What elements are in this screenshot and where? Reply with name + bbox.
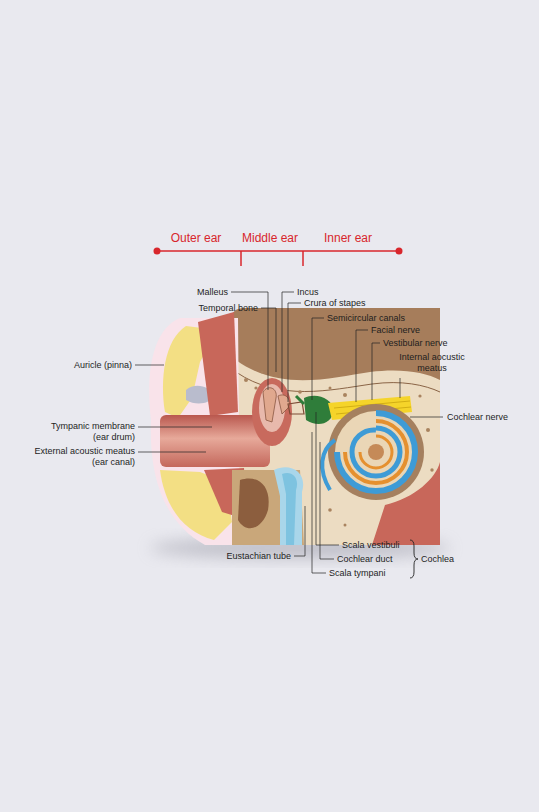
spongy-bone bbox=[244, 378, 248, 382]
cochlea bbox=[360, 436, 392, 468]
middle-ear bbox=[252, 378, 292, 446]
region-bar bbox=[154, 248, 403, 267]
vestibule bbox=[296, 396, 334, 424]
spongy-bone bbox=[343, 393, 347, 397]
region-label: Inner ear bbox=[324, 231, 372, 245]
part-label: Tympanic membrane (ear drum) bbox=[45, 421, 135, 443]
spongy-bone bbox=[328, 508, 332, 512]
cochlea bbox=[335, 411, 417, 493]
part-label: Internal aocustic meatus bbox=[391, 352, 473, 374]
eustachian-tube bbox=[274, 467, 303, 545]
leader-lines bbox=[135, 365, 164, 366]
spongy-bone bbox=[426, 428, 430, 432]
cochlea bbox=[368, 444, 384, 460]
part-label: Eustachian tube bbox=[226, 551, 291, 562]
eustachian-tube bbox=[282, 473, 297, 545]
leader-lines bbox=[135, 292, 443, 573]
eustachian-tube bbox=[274, 467, 303, 545]
lower-tissue bbox=[238, 478, 269, 528]
region-label: Outer ear bbox=[171, 231, 222, 245]
cochlea bbox=[322, 440, 335, 490]
part-label: Cochlear nerve bbox=[447, 412, 508, 423]
cochlea-brace bbox=[410, 540, 418, 578]
region-bar bbox=[302, 251, 304, 266]
region-label: Middle ear bbox=[242, 231, 298, 245]
part-label: Auricle (pinna) bbox=[74, 360, 132, 371]
part-label: Facial nerve bbox=[371, 325, 420, 336]
part-label: Semicircular canals bbox=[327, 313, 405, 324]
vestibule bbox=[304, 396, 334, 424]
cochlea bbox=[337, 413, 415, 491]
cochlea bbox=[322, 404, 424, 500]
leader-lines bbox=[312, 432, 326, 573]
leader-lines bbox=[294, 506, 305, 556]
part-label: Cochlear duct bbox=[337, 554, 393, 565]
spongy-bone bbox=[298, 390, 302, 394]
leader-lines bbox=[312, 318, 324, 400]
part-label: Vestibular nerve bbox=[383, 338, 448, 349]
spongy-bone bbox=[254, 386, 257, 389]
lower-tissue bbox=[232, 470, 304, 545]
spongy-bone bbox=[329, 387, 332, 390]
part-label: Temporal bone bbox=[198, 303, 258, 314]
middle-ear bbox=[252, 378, 304, 446]
leader-lines bbox=[288, 303, 301, 402]
region-bar bbox=[240, 251, 242, 266]
spongy-bone bbox=[430, 468, 433, 471]
part-label: Cochlea bbox=[421, 554, 454, 565]
leader-lines bbox=[372, 343, 380, 400]
middle-ear bbox=[288, 402, 304, 414]
leader-lines bbox=[138, 427, 212, 428]
region-bar bbox=[157, 250, 399, 252]
vestibule bbox=[296, 396, 304, 404]
region-bar bbox=[154, 248, 161, 255]
part-label: Scala vestibuli bbox=[342, 540, 400, 551]
part-label: Scala tympani bbox=[329, 568, 386, 579]
leader-lines bbox=[316, 412, 339, 545]
part-label: Incus bbox=[297, 287, 319, 298]
canal-wall bbox=[198, 312, 238, 416]
middle-ear bbox=[263, 388, 276, 422]
part-label: Crura of stapes bbox=[304, 298, 366, 309]
part-label: Malleus bbox=[197, 287, 228, 298]
cochlea bbox=[328, 404, 424, 500]
cochlea bbox=[352, 428, 400, 476]
spongy-bone bbox=[418, 394, 421, 397]
leader-lines bbox=[410, 417, 443, 418]
spongy-bone bbox=[261, 371, 264, 374]
leader-lines bbox=[261, 308, 276, 372]
region-bar bbox=[396, 248, 403, 255]
leader-lines bbox=[400, 378, 401, 398]
spongy-bone bbox=[344, 524, 347, 527]
leader-lines bbox=[138, 452, 206, 453]
part-label: External acoustic meatus (ear canal) bbox=[21, 446, 135, 468]
leader-lines bbox=[320, 442, 334, 559]
leader-lines bbox=[356, 330, 368, 402]
cochlea bbox=[345, 421, 407, 483]
